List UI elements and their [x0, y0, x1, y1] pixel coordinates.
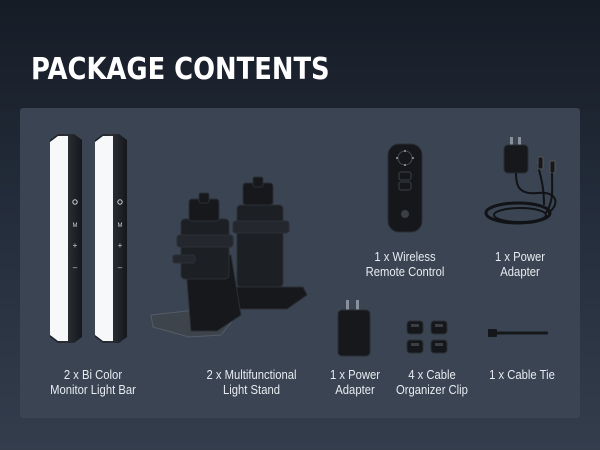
light-stand-icon — [150, 176, 308, 338]
item-label-light-bar: 2 x Bi Color Monitor Light Bar — [50, 368, 136, 397]
page-title: PACKAGE CONTENTS — [31, 52, 330, 87]
svg-text:–: – — [118, 263, 123, 272]
svg-text:M: M — [118, 223, 123, 229]
svg-text:–: – — [73, 263, 78, 272]
item-label-cable-clip: 4 x Cable Organizer Clip — [396, 368, 468, 397]
item-label-remote: 1 x Wireless Remote Control — [365, 250, 445, 279]
power-adapter-cable-icon — [484, 137, 557, 225]
cable-clip-icon — [406, 320, 448, 354]
svg-text:+: + — [73, 241, 78, 250]
item-label-cable-tie: 1 x Cable Tie — [489, 368, 555, 382]
item-label-power-adapter: 1 x Power Adapter — [329, 368, 381, 397]
svg-text:+: + — [118, 241, 123, 250]
svg-text:M: M — [73, 223, 78, 229]
cable-tie-icon — [488, 329, 548, 337]
power-adapter-icon — [337, 300, 371, 357]
light-bar-icon: M + – M + – — [50, 134, 127, 343]
item-label-light-stand: 2 x Multifunctional Light Stand — [206, 368, 297, 397]
remote-control-icon — [387, 143, 423, 233]
item-label-power-adapter-cable: 1 x Power Adapter — [494, 250, 546, 279]
